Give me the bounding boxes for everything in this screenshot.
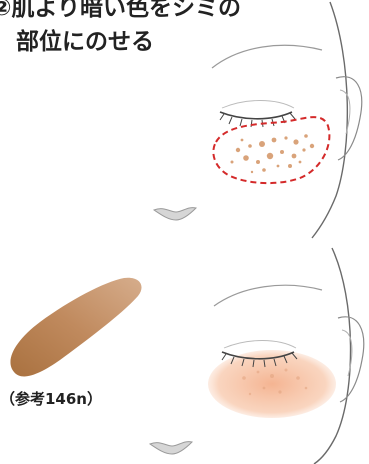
face-illustration-before	[154, 2, 362, 238]
eyebrow	[214, 285, 322, 306]
face-contour	[314, 248, 351, 464]
blended-concealer-patch	[208, 350, 336, 418]
nose	[154, 208, 196, 220]
closed-eye-icon	[220, 101, 295, 128]
eyebrow	[212, 45, 322, 68]
spot-region-outline	[213, 117, 329, 183]
concealer-swatch	[10, 278, 141, 377]
face-illustration-after	[150, 248, 364, 464]
nose	[150, 442, 192, 454]
face-contour	[312, 2, 347, 238]
spots	[231, 134, 315, 173]
product-note: （参考146n）	[0, 388, 102, 409]
